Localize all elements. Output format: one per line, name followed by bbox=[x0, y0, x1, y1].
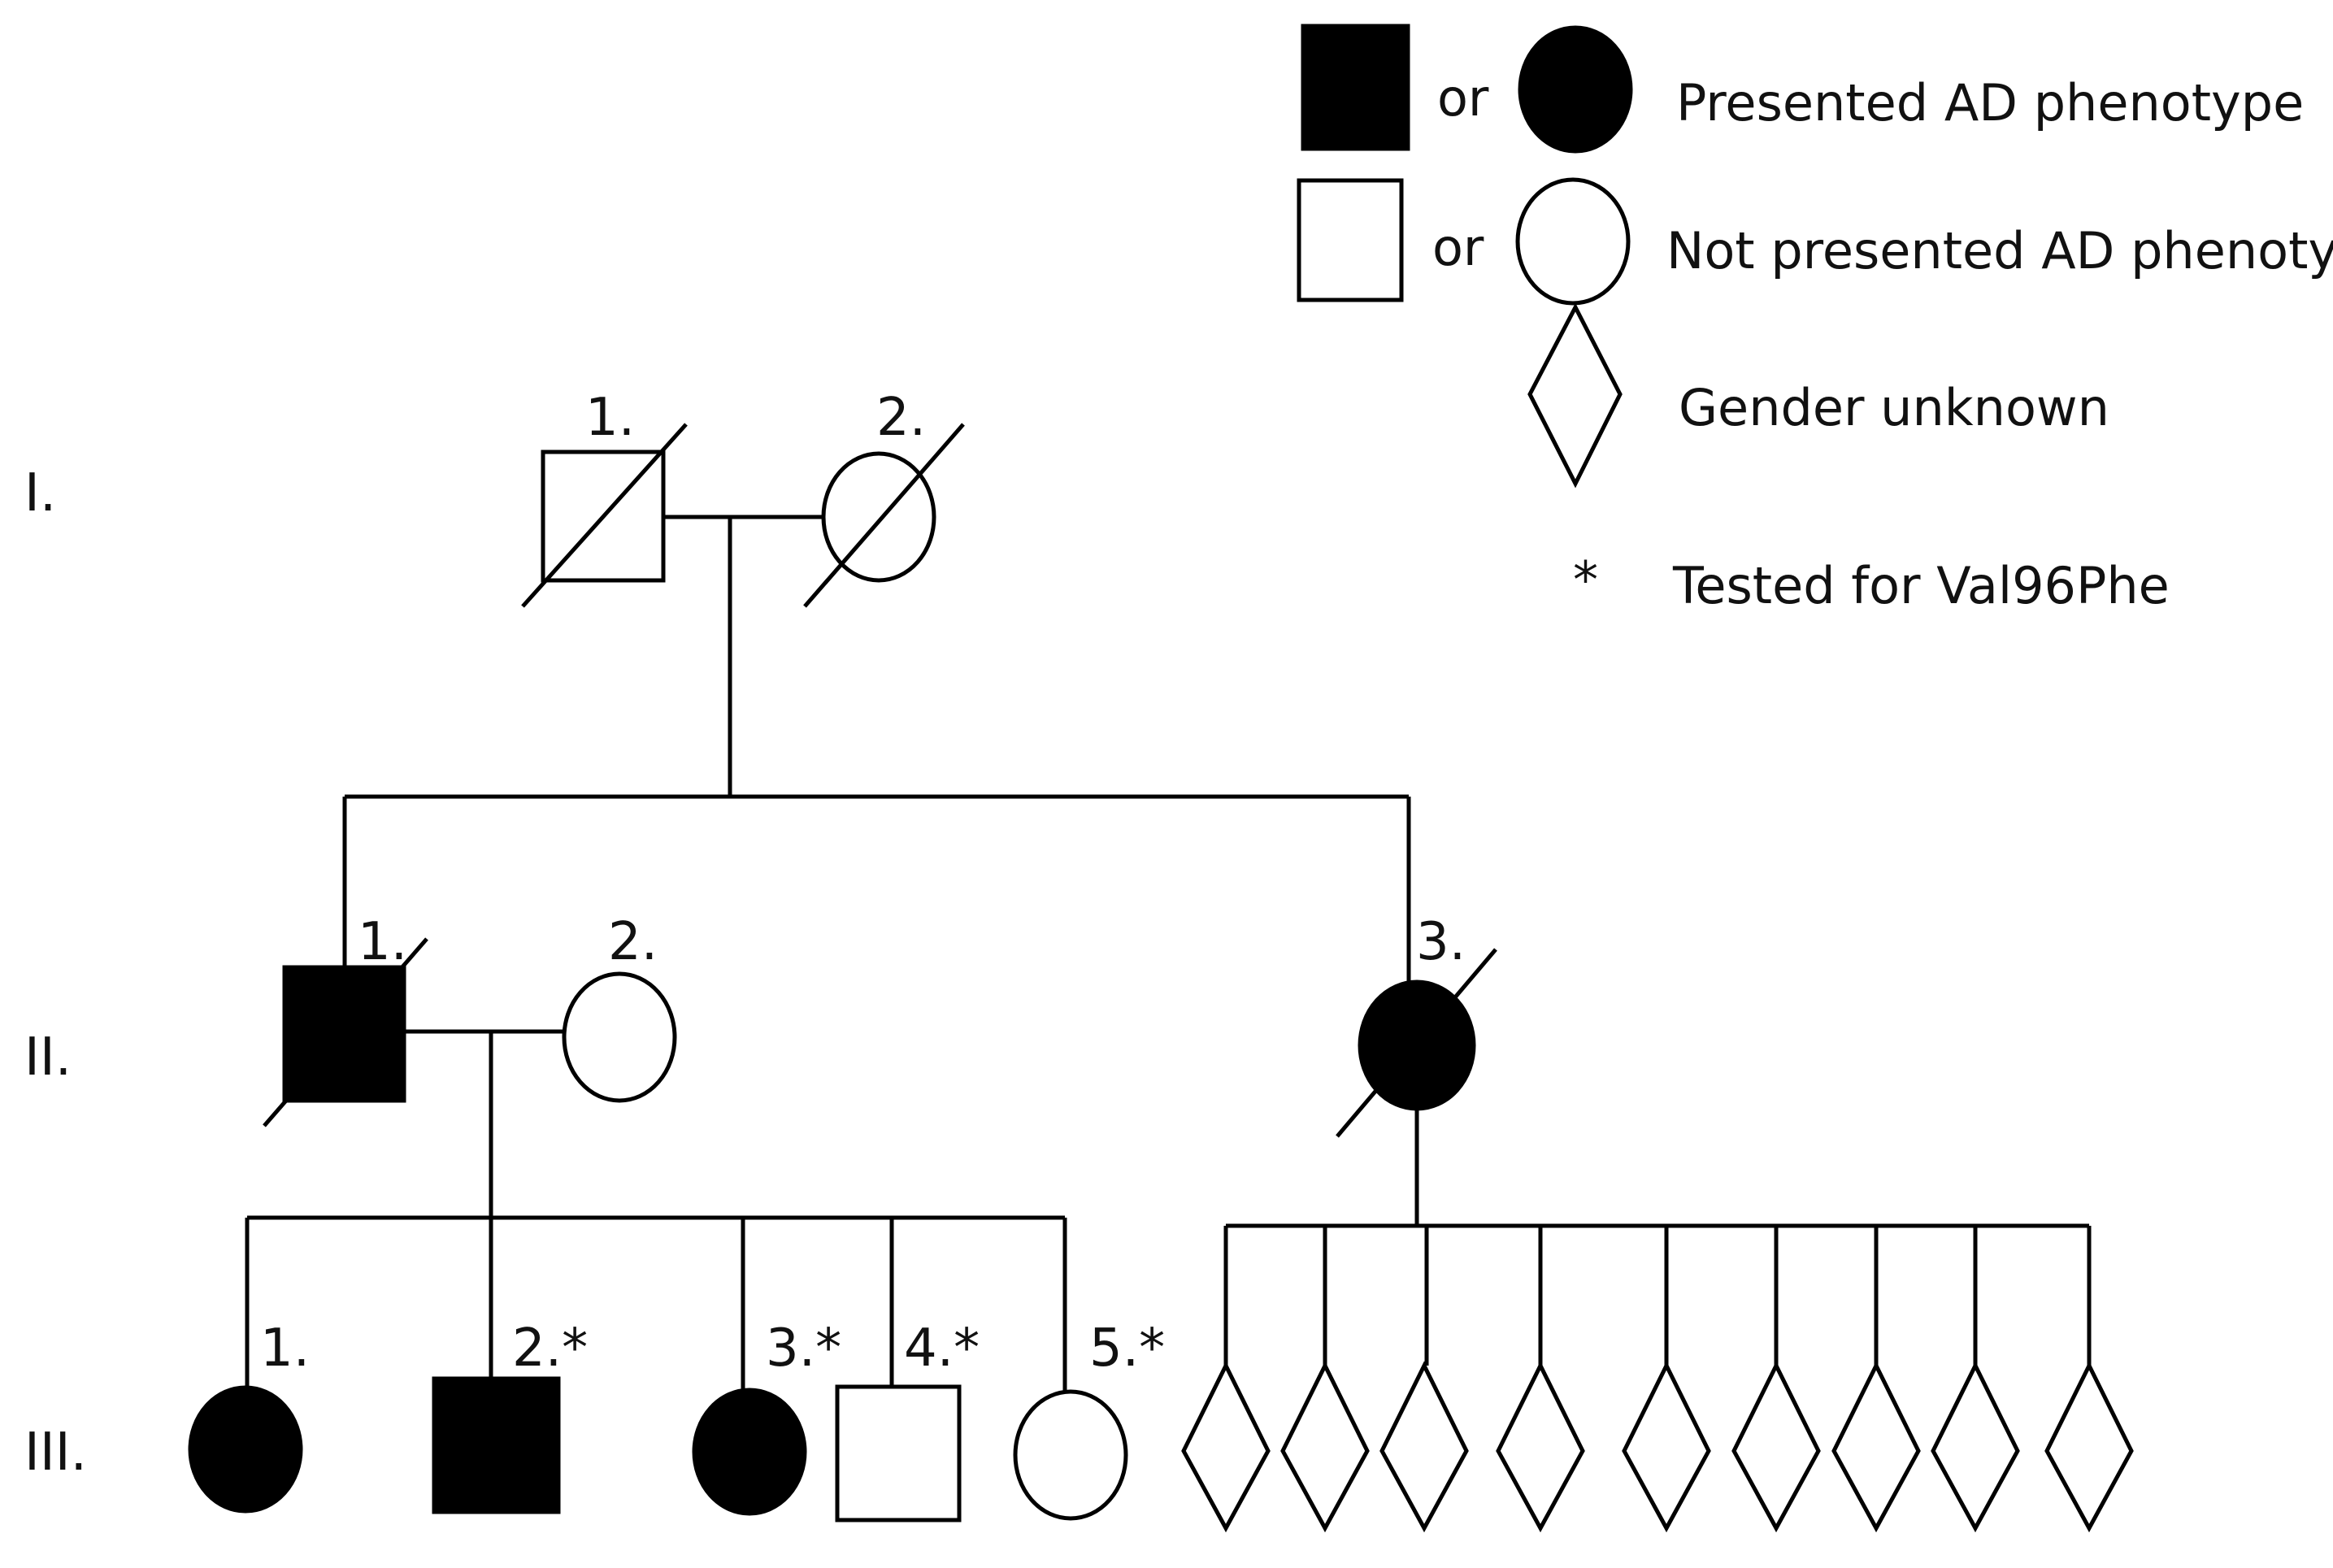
legend-or-text-1: or bbox=[1437, 68, 1489, 128]
legend-affected-text: Presented AD phenotype bbox=[1676, 73, 2304, 132]
II1-label: 1. bbox=[358, 912, 407, 972]
III1-label: 1. bbox=[260, 1318, 310, 1379]
unknown-gender-diamond bbox=[1496, 1361, 1585, 1533]
II3-label: 3. bbox=[1416, 912, 1466, 972]
unknown-gender-offspring-group bbox=[1181, 1226, 2134, 1533]
II3-deceased-slash bbox=[1336, 948, 1497, 1138]
I1-label: 1. bbox=[585, 388, 635, 448]
unknown-gender-diamond bbox=[1831, 1361, 1921, 1533]
unknown-gender-diamond bbox=[1379, 1361, 1469, 1533]
III4-square bbox=[835, 1384, 962, 1522]
II2-label: 2. bbox=[608, 912, 658, 972]
unknown-gender-diamond bbox=[1181, 1361, 1271, 1533]
legend-affected-circle-icon bbox=[1518, 25, 1633, 154]
III1-circle bbox=[188, 1385, 303, 1514]
legend-tested-text: Tested for Val96Phe bbox=[1672, 556, 2170, 615]
I1-deceased-slash bbox=[521, 423, 688, 608]
generation-III-label: III. bbox=[24, 1422, 87, 1483]
unknown-gender-diamond bbox=[1931, 1361, 2020, 1533]
legend-tested-symbol: * bbox=[1573, 550, 1598, 610]
III5-circle bbox=[1013, 1389, 1128, 1521]
legend-unaffected-square-icon bbox=[1297, 178, 1404, 302]
III3-label: 3.* bbox=[766, 1318, 841, 1379]
legend-or-text-2: or bbox=[1432, 218, 1484, 277]
generation-I-label: I. bbox=[24, 463, 56, 523]
unknown-gender-diamond bbox=[1622, 1361, 1711, 1533]
legend-unaffected-text: Not presented AD phenotype bbox=[1666, 221, 2333, 280]
III3-circle bbox=[692, 1388, 807, 1516]
III2-label: 2.* bbox=[512, 1318, 588, 1379]
III5-label: 5.* bbox=[1089, 1318, 1165, 1379]
generation-II-label: II. bbox=[24, 1027, 72, 1088]
legend-unaffected-circle-icon bbox=[1515, 177, 1631, 306]
I2-deceased-slash bbox=[803, 423, 965, 608]
unknown-gender-diamond bbox=[2044, 1361, 2134, 1533]
legend-diamond-icon bbox=[1527, 302, 1623, 489]
legend-affected-square-icon bbox=[1301, 24, 1410, 151]
II1-deceased-slash bbox=[263, 937, 428, 1127]
III4-label: 4.* bbox=[904, 1318, 980, 1379]
III2-square bbox=[432, 1376, 561, 1514]
I2-circle bbox=[821, 451, 936, 583]
I2-label: 2. bbox=[876, 388, 926, 448]
unknown-gender-diamond bbox=[1731, 1361, 1821, 1533]
II2-circle bbox=[562, 971, 677, 1103]
unknown-gender-diamond bbox=[1280, 1361, 1370, 1533]
legend-gender-unknown-text: Gender unknown bbox=[1679, 378, 2109, 437]
